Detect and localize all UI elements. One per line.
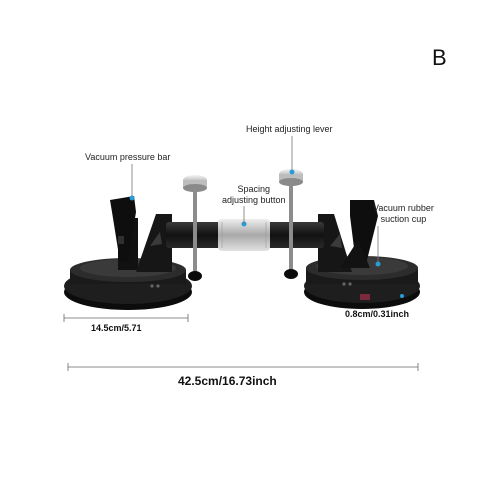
dimension-cup-thickness: 0.8cm/0.31inch bbox=[345, 309, 410, 319]
label-spacing-adjusting-button: Spacing adjusting button bbox=[222, 184, 286, 206]
height-lever-dot bbox=[289, 169, 295, 175]
right-suction-cup bbox=[304, 256, 420, 309]
callout-lines bbox=[131, 136, 379, 264]
left-height-screw bbox=[183, 175, 207, 281]
dimension-cup-diameter: 14.5cm/5.71 bbox=[91, 323, 142, 333]
dimension-lines bbox=[63, 314, 419, 371]
suction-cup-dot bbox=[375, 261, 381, 267]
pressure-bar-dot bbox=[129, 195, 135, 201]
label-vacuum-pressure-bar: Vacuum pressure bar bbox=[85, 152, 171, 162]
left-body bbox=[110, 196, 172, 272]
panel-letter: B bbox=[432, 45, 447, 70]
label-vacuum-rubber-suction-cup: Vacuum rubber suction cup bbox=[373, 203, 434, 225]
dimension-total-length: 42.5cm/16.73inch bbox=[178, 374, 277, 388]
connecting-bar bbox=[166, 219, 324, 251]
label-spacing-line1: Spacing bbox=[237, 184, 271, 194]
label-spacing-line2: adjusting button bbox=[222, 195, 286, 205]
label-vacuum-line1: Vacuum rubber bbox=[373, 203, 434, 213]
label-height-adjusting-lever: Height adjusting lever bbox=[246, 124, 333, 134]
label-vacuum-line2: suction cup bbox=[380, 214, 427, 224]
right-body bbox=[318, 200, 378, 272]
